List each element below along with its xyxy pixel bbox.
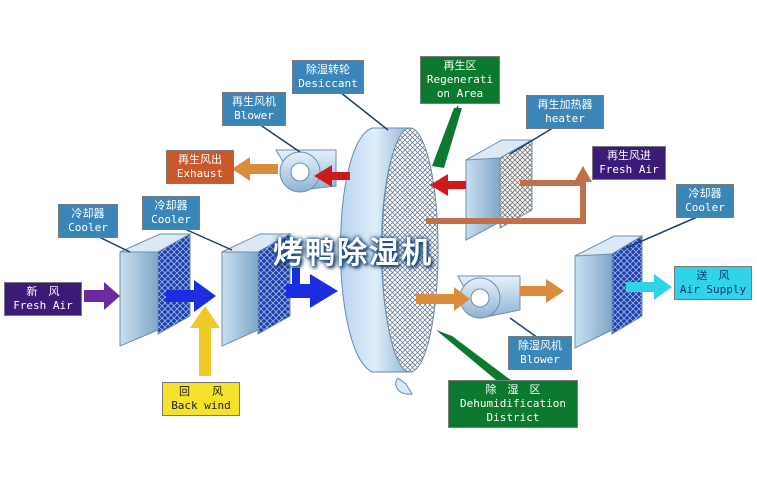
exhaust-cn: 再生风出 [178, 153, 222, 166]
fresh-air-in-label: 新 风 Fresh Air [4, 282, 82, 316]
supply-arrow [626, 274, 672, 300]
cooler-3-label: 冷却器 Cooler [676, 184, 734, 218]
regen-blower-cn: 再生风机 [232, 95, 276, 108]
regen-blower-en: Blower [234, 109, 274, 122]
cooler-1-cn: 冷却器 [71, 207, 105, 220]
back-wind-arrow [190, 306, 220, 376]
dehum-blower-cn: 除湿风机 [518, 339, 562, 352]
desiccant-wheel [340, 127, 439, 395]
dehum-district-cn: 除 湿 区 [485, 383, 541, 396]
heater-to-wheel-arrow [430, 174, 466, 196]
exhaust-arrow [232, 157, 278, 181]
back-wind-en: Back wind [171, 399, 231, 412]
fresh-air-arrow [84, 282, 120, 310]
fresh-air-in-cn: 新 风 [26, 285, 60, 298]
heater-unit [465, 139, 534, 241]
dehum-district-en1: Dehumidification [460, 397, 566, 410]
desiccant-cn: 除湿转轮 [306, 63, 350, 76]
watermark-title: 烤鸭除湿机 [273, 236, 433, 271]
cooler-2-to-wheel-arrow [286, 268, 338, 308]
exhaust-label: 再生风出 Exhaust [166, 150, 234, 184]
regen-area-en1: Regenerati [426, 73, 494, 86]
cooler-1-label: 冷却器 Cooler [58, 204, 118, 238]
regen-area-pointer [432, 108, 462, 168]
exhaust-en: Exhaust [176, 167, 224, 180]
cooler-1-unit [119, 233, 192, 347]
heater-cn: 再生加热器 [537, 98, 593, 111]
regen-blower-label: 再生风机 Blower [222, 92, 286, 126]
cooler-3-en: Cooler [685, 201, 725, 214]
desiccant-en: Desiccant [298, 77, 358, 90]
dehum-blower [457, 275, 521, 319]
regen-area-cn: 再生区 [443, 59, 477, 72]
regen-fresh-air-path [426, 166, 592, 224]
air-supply-label: 送 风 Air Supply [674, 266, 752, 300]
wheel-to-regen-blower-arrow [314, 165, 350, 187]
heater-en: heater [545, 112, 585, 125]
dehum-blower-to-cooler-arrow [520, 279, 564, 303]
cooler-2-cn: 冷却器 [154, 199, 188, 212]
back-wind-cn: 回 风 [179, 385, 223, 398]
cooler-2-label: 冷却器 Cooler [142, 196, 200, 230]
desiccant-label: 除湿转轮 Desiccant [292, 60, 364, 94]
regen-fresh-air-label: 再生风进 Fresh Air [592, 146, 666, 180]
cooler-2-unit [221, 233, 292, 347]
cooler-1-en: Cooler [68, 221, 108, 234]
air-supply-en: Air Supply [679, 283, 747, 296]
regen-fresh-air-cn: 再生风进 [607, 149, 651, 162]
cooler-2-en: Cooler [151, 213, 191, 226]
dehum-blower-en: Blower [520, 353, 560, 366]
heater-label: 再生加热器 heater [526, 95, 604, 129]
cooler-1-to-2-arrow [166, 280, 216, 312]
regen-area-label: 再生区 Regenerati on Area [420, 56, 500, 104]
dehum-district-label: 除 湿 区 Dehumidification District [448, 380, 578, 428]
dehum-district-pointer [436, 330, 516, 390]
dehum-district-en2: District [486, 411, 540, 424]
regen-area-en2: on Area [436, 87, 484, 100]
dehum-blower-label: 除湿风机 Blower [508, 336, 572, 370]
fresh-air-in-en: Fresh Air [13, 299, 73, 312]
cooler-3-cn: 冷却器 [688, 187, 722, 200]
air-supply-cn: 送 风 [696, 269, 730, 282]
back-wind-label: 回 风 Back wind [162, 382, 240, 416]
regen-fresh-air-en: Fresh Air [599, 163, 659, 176]
leader-lines [96, 91, 705, 339]
wheel-to-dehum-blower-arrow [416, 287, 470, 311]
